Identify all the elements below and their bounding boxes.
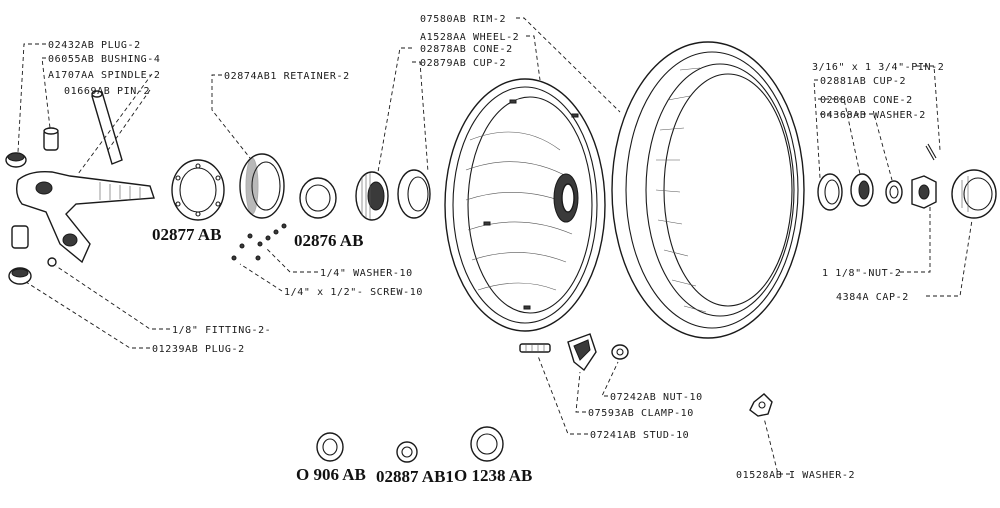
stud-part: [519, 343, 551, 353]
label-stud-10: 07241AB STUD-10: [590, 430, 689, 441]
screws-washers-part: [231, 223, 287, 261]
label-spindle-2: A1707AA SPINDLE-2: [48, 70, 161, 81]
label-screw-10: 1/4" x 1/2"- SCREW-10: [284, 287, 423, 298]
seal-a-part: [316, 432, 344, 462]
cone-right-part: [850, 173, 874, 207]
cone-bearing-part: [355, 171, 389, 221]
label-cone-2: 02878AB CONE-2: [420, 44, 513, 55]
nut-small-part: [611, 344, 629, 360]
label-washer-01528: 01528AB I WASHER-2: [736, 470, 855, 481]
seal-c-part: [470, 426, 504, 462]
part-number-seal-c: O 1238 AB: [454, 466, 532, 485]
rim-part: [611, 41, 805, 339]
label-cup-2: 02879AB CUP-2: [420, 58, 506, 69]
clamp-part: [567, 333, 597, 372]
bushing-lower-part: [11, 225, 29, 249]
label-fitting-2: 1/8" FITTING-2-: [172, 325, 271, 336]
fitting-part: [47, 257, 57, 267]
label-pin-2: 01669AB PIN-2: [64, 86, 150, 97]
label-nut-10: 07242AB NUT-10: [610, 392, 703, 403]
label-washer-04368: 04368AB WASHER-2: [820, 110, 926, 121]
label-cup-02881: 02881AB CUP-2: [820, 76, 906, 87]
part-number-seal-a: O 906 AB: [296, 465, 366, 484]
part-number-seal-b: 02887 AB1: [376, 467, 454, 486]
cotter-pin-part: [925, 143, 937, 161]
cap-part: [951, 169, 997, 219]
label-retainer-2: 02874AB1 RETAINER-2: [224, 71, 350, 82]
ring-part: [299, 177, 337, 219]
plug-lower-part: [8, 267, 32, 285]
label-bushing-4: 06055AB BUSHING-4: [48, 54, 161, 65]
part-number-ring: 02876 AB: [294, 231, 363, 250]
label-clamp-10: 07593AB CLAMP-10: [588, 408, 694, 419]
cup-right-part: [817, 173, 843, 211]
label-cotter-pin-2: 3/16" x 1 3/4"-PIN-2: [812, 62, 944, 73]
nut-part: [911, 175, 937, 209]
label-rim-2: 07580AB RIM-2: [420, 14, 506, 25]
bushing-part: [43, 127, 59, 151]
retainer-part: [239, 153, 285, 219]
washer-lockwasher-part: [749, 393, 773, 417]
label-plug-01239: 01239AB PLUG-2: [152, 344, 245, 355]
plug-part: [5, 152, 27, 168]
leader-lines: [17, 17, 973, 475]
pin-part: [91, 90, 123, 165]
washer-right-part: [885, 180, 903, 204]
spindle-part: [15, 170, 155, 264]
wheel-part: [444, 78, 606, 332]
label-cone-02880: 02880AB CONE-2: [820, 95, 913, 106]
label-cap-2: 4384A CAP-2: [836, 292, 909, 303]
cup-part: [397, 169, 431, 219]
label-plug-2: 02432AB PLUG-2: [48, 40, 141, 51]
label-wheel-2: A1528AA WHEEL-2: [420, 32, 519, 43]
label-nut-2: 1 1/8"-NUT-2: [822, 268, 901, 279]
part-number-gasket: 02877 AB: [152, 225, 221, 244]
label-washer-10: 1/4" WASHER-10: [320, 268, 413, 279]
seal-b-part: [396, 441, 418, 463]
gasket-part: [171, 159, 225, 221]
